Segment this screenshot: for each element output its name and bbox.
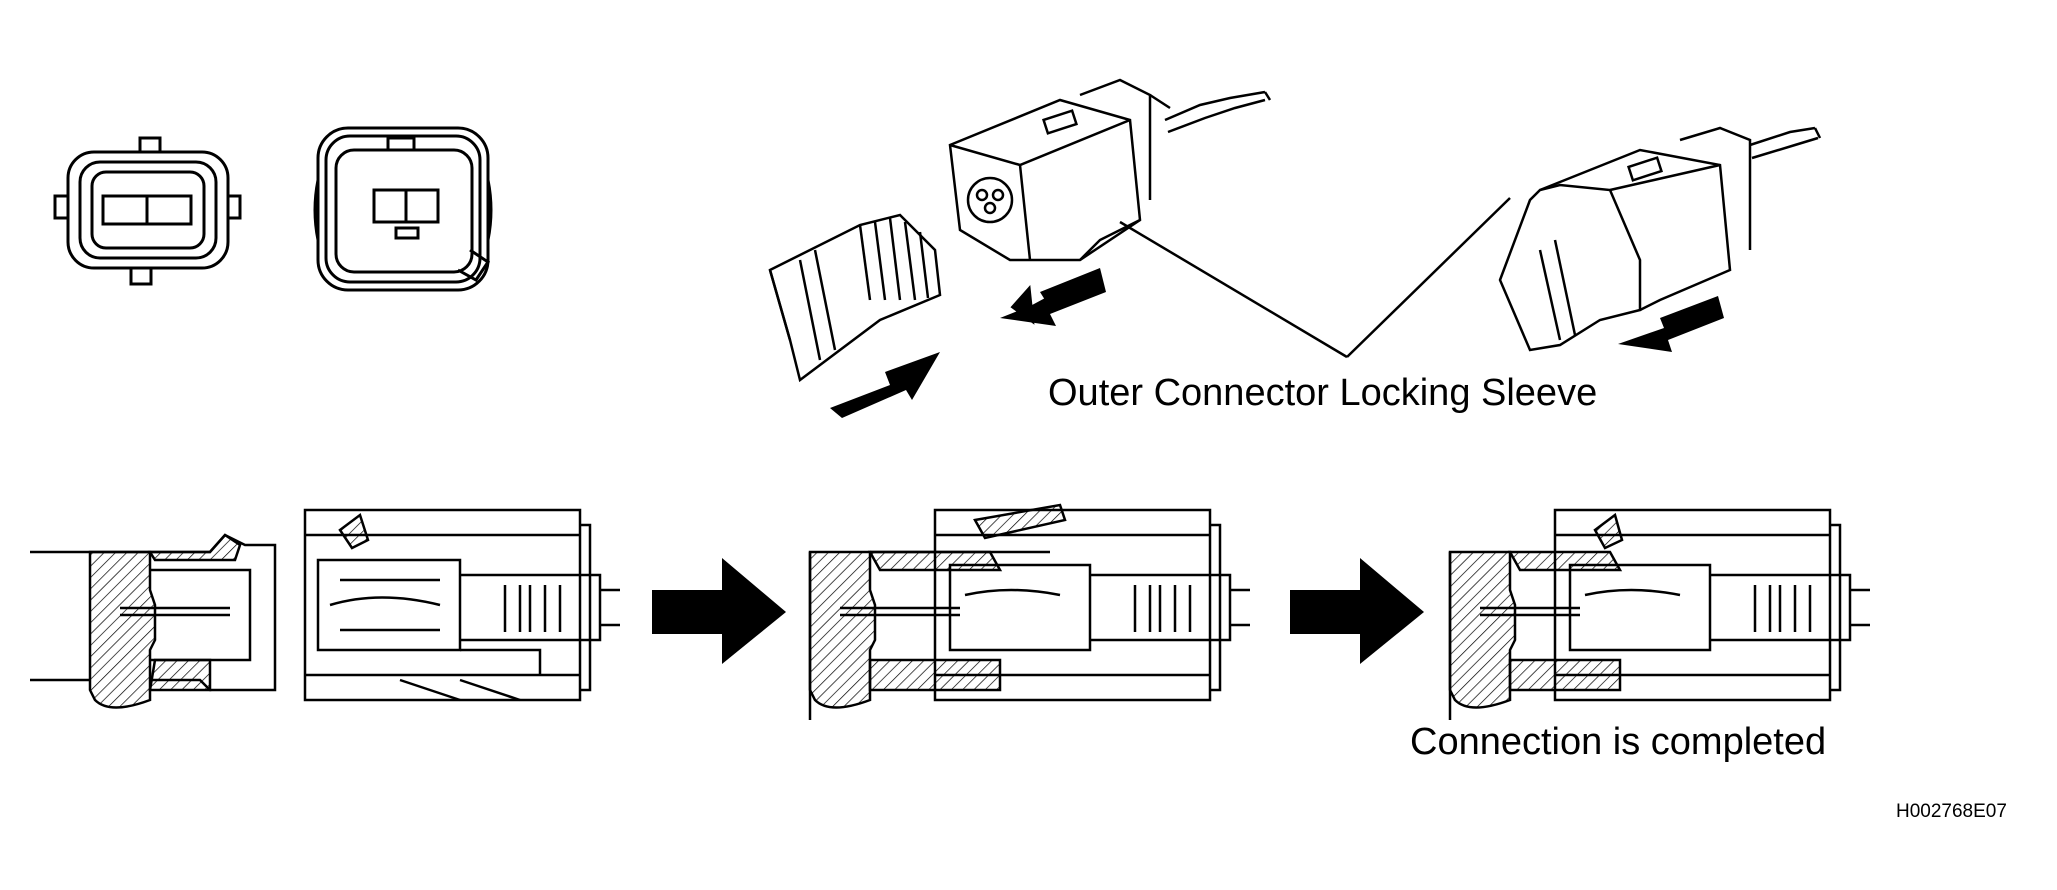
arrow-icon <box>1000 268 1106 326</box>
cross-section-partial <box>808 503 1250 720</box>
arrow-icon <box>830 352 940 418</box>
connection-completed-label: Connection is completed <box>1410 721 1827 763</box>
arrow-icon <box>652 558 786 664</box>
assembled-connector-illustration <box>1498 126 1822 352</box>
plug-illustration <box>768 213 942 383</box>
connector-face-female <box>313 126 493 292</box>
locking-sleeve-label: Outer Connector Locking Sleeve <box>1048 372 1598 414</box>
figure-code: H002768E07 <box>1896 801 2007 822</box>
cross-section-disconnected <box>30 508 620 709</box>
connector-face-male <box>53 136 242 286</box>
leader-lines <box>1119 197 1511 359</box>
receptacle-illustration <box>948 78 1272 262</box>
arrow-icon <box>1290 558 1424 664</box>
cross-section-connected <box>1448 508 1870 720</box>
arrow-icon <box>1618 296 1724 352</box>
